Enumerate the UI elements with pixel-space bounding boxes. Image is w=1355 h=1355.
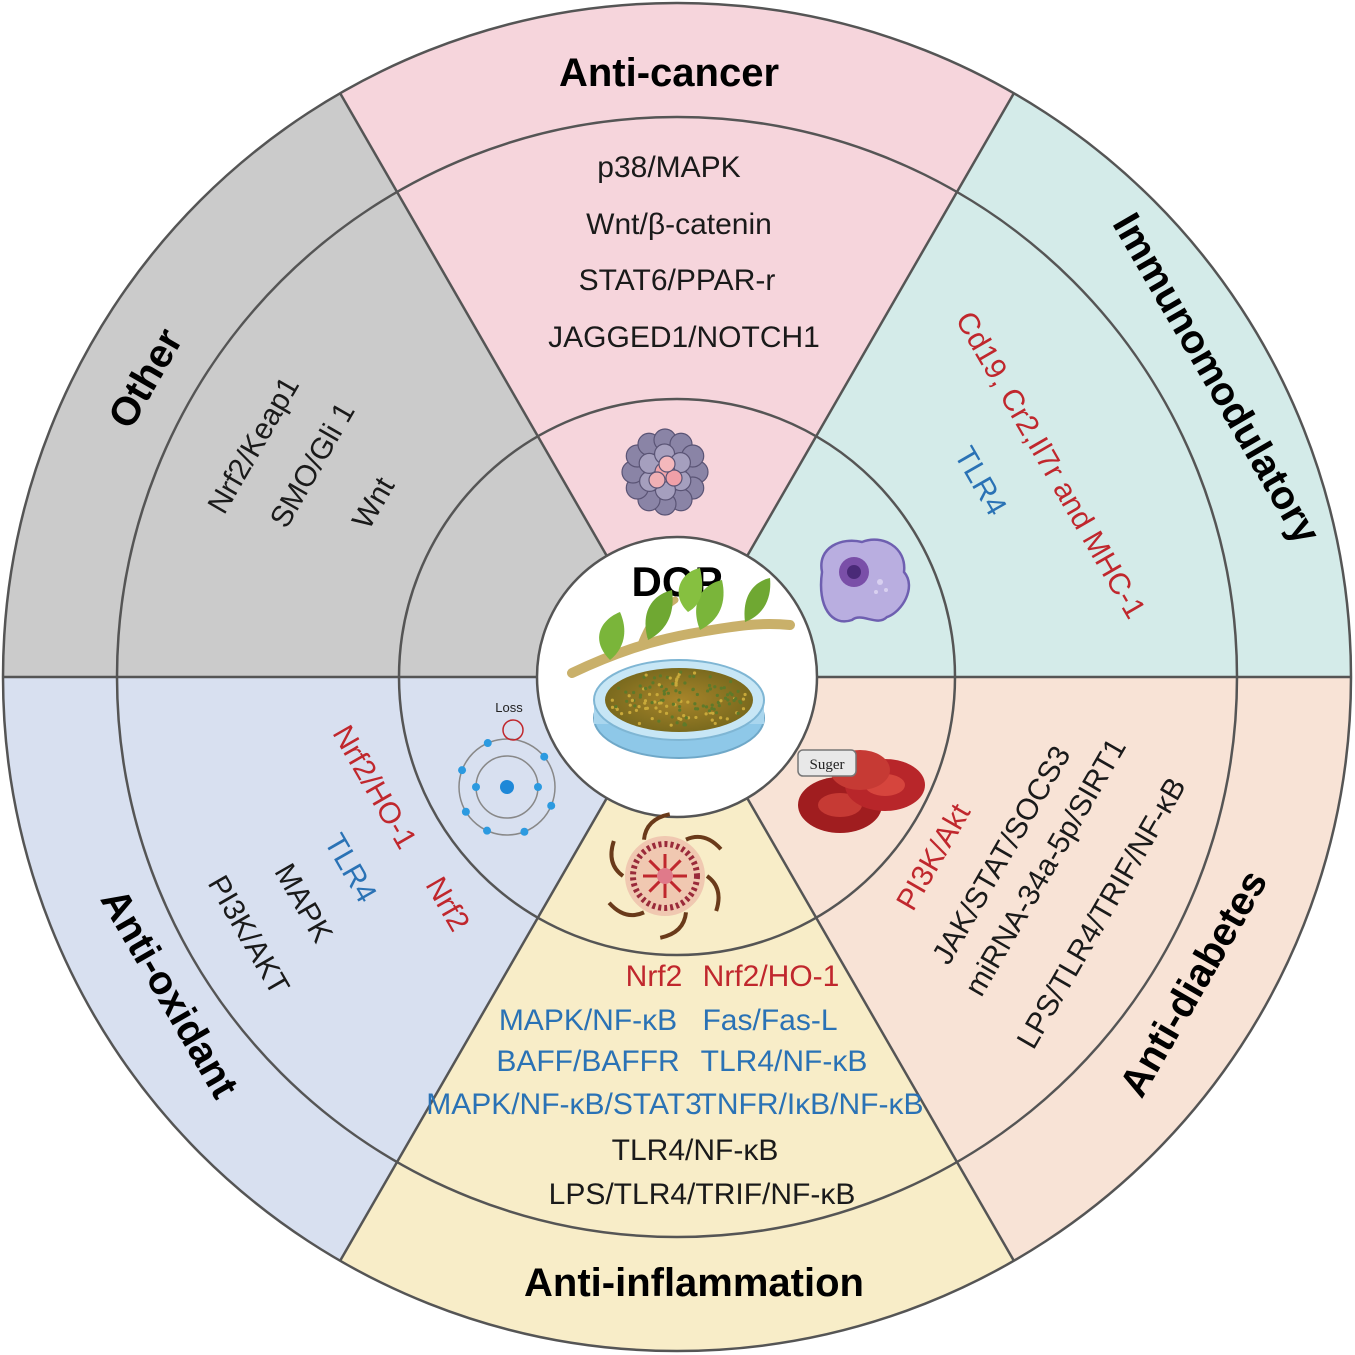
- electron-loss-icon: Loss: [458, 700, 556, 836]
- sector-dividers: [3, 92, 1351, 1262]
- pathway-text: MAPK/NF-κB/STAT3: [426, 1088, 702, 1121]
- petri-dish-icon: [593, 659, 765, 759]
- title-anti-inflammation: Anti-inflammation: [524, 1261, 864, 1305]
- sugar-label: Suger: [810, 757, 845, 773]
- red-blood-cell-icon: Suger: [797, 749, 925, 833]
- pathway-text: p38/MAPK: [597, 151, 740, 184]
- dendrobium-plant-icon: [567, 568, 795, 678]
- pathway-text: TLR4/NF-κB: [701, 1045, 868, 1078]
- tumor-cluster-icon: [621, 428, 709, 516]
- sugar-cube-icon: [797, 749, 857, 777]
- pathway-text: LPS/TLR4/TRIF/NF-κB: [549, 1178, 856, 1211]
- title-anti-cancer: Anti-cancer: [559, 51, 779, 95]
- pathway-text: Nrf2: [626, 960, 683, 993]
- sector-anti-inflammation: [282, 677, 1072, 1351]
- pathway-text: TNFR/IκB/NF-κB: [699, 1088, 924, 1121]
- pathway-text: JAGGED1/NOTCH1: [548, 321, 820, 354]
- macrophage-icon: [819, 538, 911, 623]
- pathway-text: TLR4/NF-κB: [612, 1134, 779, 1167]
- pathway-text: Wnt/β-catenin: [586, 208, 772, 241]
- inflammation-vesicle-icon: [607, 812, 723, 940]
- pathway-text: BAFF/BAFFR: [496, 1045, 679, 1078]
- pathway-text: MAPK/NF-κB: [499, 1004, 677, 1037]
- pathway-text: Nrf2/HO-1: [703, 960, 840, 993]
- pathway-text: STAT6/PPAR-r: [579, 264, 776, 297]
- center-dop: DOP: [535, 535, 819, 819]
- loss-label: Loss: [495, 700, 523, 715]
- pathway-text: Fas/Fas-L: [702, 1004, 837, 1037]
- sector-anti-cancer: [282, 3, 1072, 677]
